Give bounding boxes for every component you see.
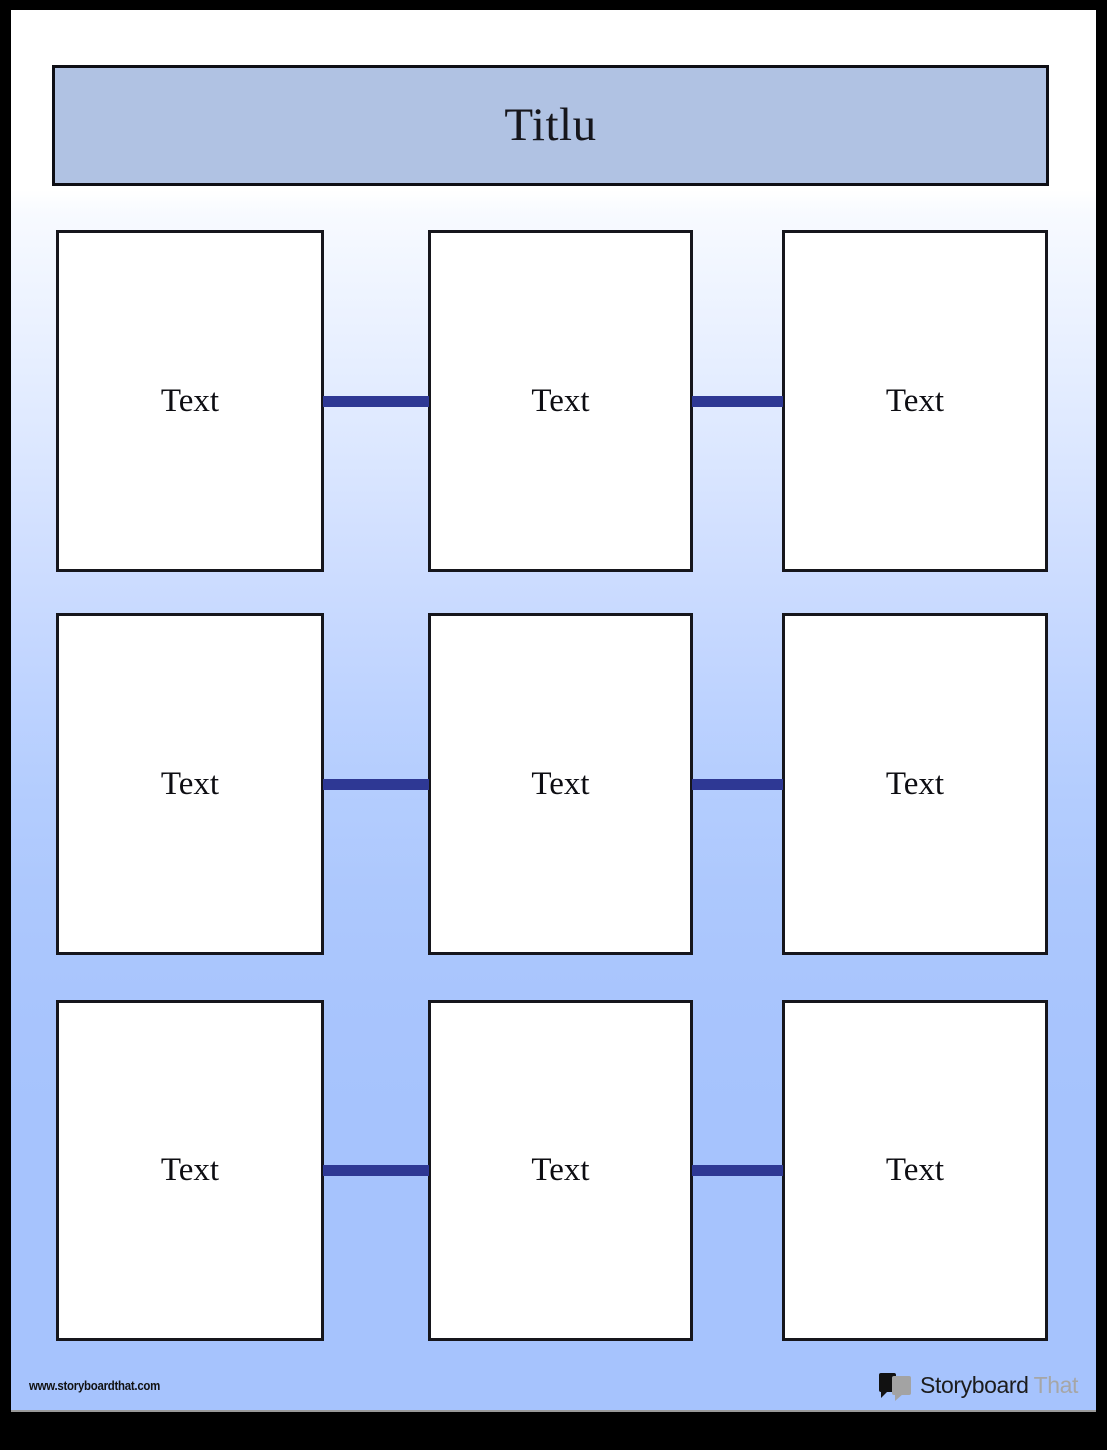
flow-box-label: Text <box>885 1152 945 1188</box>
footer-website-url[interactable]: www.storyboardthat.com <box>29 1377 161 1393</box>
flow-box-r1c1[interactable]: Text <box>56 230 324 572</box>
connector-r1c2-r1c3 <box>692 396 783 407</box>
connector-r1c1-r1c2 <box>323 396 429 407</box>
flow-box-r1c2[interactable]: Text <box>428 230 693 572</box>
flow-box-r3c3[interactable]: Text <box>782 1000 1048 1341</box>
flow-box-r2c2[interactable]: Text <box>428 613 693 955</box>
connector-r3c1-r3c2 <box>323 1165 429 1176</box>
speech-bubbles-icon <box>879 1372 913 1401</box>
connector-r3c2-r3c3 <box>692 1165 783 1176</box>
flow-box-label: Text <box>160 1152 220 1188</box>
brand-name-secondary: That <box>1033 1371 1079 1398</box>
connector-r2c2-r2c3 <box>692 779 783 790</box>
flow-box-label: Text <box>885 765 945 802</box>
flow-box-label: Text <box>531 382 590 419</box>
storyboardthat-logo[interactable]: Storyboard That <box>879 1371 1079 1401</box>
flow-box-r3c2[interactable]: Text <box>428 1000 693 1341</box>
connector-r2c1-r2c2 <box>323 779 429 790</box>
flow-box-label: Text <box>885 382 945 419</box>
poster-canvas: Titlu Text Text Text Text Text <box>11 10 1096 1412</box>
flow-box-label: Text <box>531 765 590 802</box>
title-bar[interactable]: Titlu <box>52 65 1049 186</box>
flow-box-label: Text <box>531 1152 590 1188</box>
footer-bar: www.storyboardthat.com Storyboard That <box>11 1360 1096 1410</box>
flow-box-label: Text <box>160 382 220 419</box>
page-title: Titlu <box>504 99 597 151</box>
flow-box-label: Text <box>160 765 220 802</box>
flow-box-r1c3[interactable]: Text <box>782 230 1048 572</box>
flow-box-r2c1[interactable]: Text <box>56 613 324 955</box>
flow-box-r2c3[interactable]: Text <box>782 613 1048 955</box>
flow-box-r3c1[interactable]: Text <box>56 1000 324 1341</box>
brand-name-primary: Storyboard <box>920 1371 1029 1398</box>
flowchart-grid: Text Text Text Text Text Text <box>11 10 1096 1410</box>
